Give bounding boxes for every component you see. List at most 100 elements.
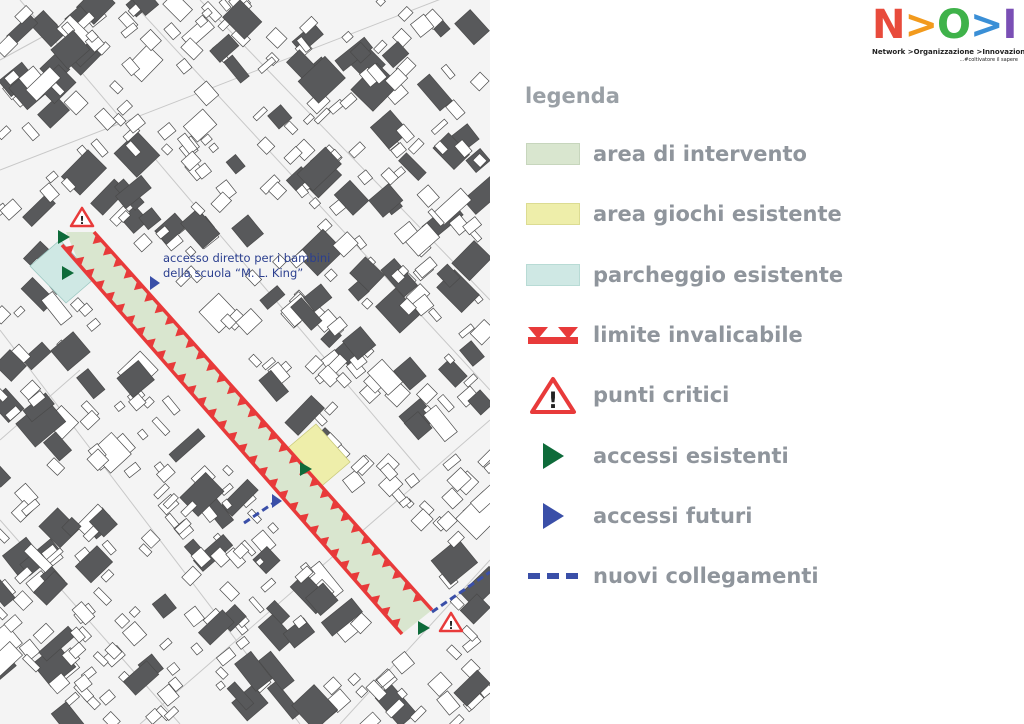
building: [460, 565, 490, 609]
logo-subtitle: Network >Organizzazione >Innovazione: [872, 48, 1024, 56]
building: [342, 469, 366, 494]
building: [0, 349, 28, 382]
building: [48, 672, 71, 695]
building: [159, 637, 173, 651]
building: [245, 269, 263, 287]
building: [265, 600, 291, 625]
building: [409, 13, 435, 38]
building: [194, 14, 209, 28]
building: [221, 498, 233, 511]
building: [125, 140, 142, 158]
building: [215, 666, 229, 680]
building: [21, 341, 52, 371]
building: [175, 270, 193, 288]
building: [182, 108, 218, 143]
limit-triangle: [349, 571, 360, 582]
limit-triangle: [380, 606, 391, 617]
building: [416, 73, 453, 112]
building: [22, 653, 41, 673]
building: [397, 5, 414, 22]
building: [3, 69, 21, 86]
building: [0, 34, 19, 58]
building: [219, 581, 240, 602]
limit-triangle: [247, 455, 258, 465]
building: [267, 522, 279, 534]
nuovo-collegamento-east: [431, 570, 490, 614]
green-arrow-shape: [543, 442, 564, 469]
building: [38, 507, 80, 549]
limit-triangle: [268, 430, 279, 441]
limit-triangle: [176, 373, 187, 384]
legend-item-esistenti: accessi esistenti: [525, 425, 843, 485]
limit-triangle: [371, 546, 382, 556]
building: [427, 208, 445, 227]
building: [459, 593, 490, 625]
building: [416, 184, 440, 208]
building: [162, 492, 179, 510]
building: [235, 307, 263, 336]
building: [436, 510, 458, 532]
building: [136, 428, 149, 441]
school-access-annotation: accesso diretto per i bambini della scuo…: [163, 251, 330, 281]
limit-triangle: [74, 256, 85, 267]
building: [133, 233, 153, 253]
legend-label: area giochi esistente: [593, 202, 842, 227]
building: [76, 368, 106, 400]
building: [462, 216, 483, 236]
limit-triangle: [381, 557, 392, 568]
building: [257, 56, 277, 74]
building: [140, 529, 161, 549]
noi-logo: N>O>I Network >Organizzazione >Innovazio…: [872, 3, 1024, 67]
building: [348, 141, 366, 159]
building: [407, 137, 425, 155]
building: [123, 461, 142, 479]
building: [261, 356, 277, 371]
yellow-area-swatch-icon: [525, 194, 581, 234]
building: [163, 705, 180, 721]
building: [74, 545, 114, 584]
limit-triangle: [319, 488, 330, 499]
building: [347, 672, 361, 687]
building: [21, 121, 40, 142]
building: [469, 71, 490, 92]
building: [175, 57, 193, 75]
building: [368, 183, 404, 218]
limit-triangle: [257, 466, 268, 477]
building: [102, 711, 121, 724]
building: [339, 92, 358, 110]
building: [248, 596, 265, 614]
building: [291, 684, 338, 724]
limit-triangle: [125, 315, 136, 325]
building: [365, 679, 388, 702]
building: [283, 145, 303, 165]
limit-triangle: [226, 384, 237, 395]
building: [166, 661, 181, 676]
building: [375, 0, 386, 7]
building: [258, 369, 290, 402]
building: [477, 448, 490, 468]
building: [104, 641, 123, 660]
limit-triangle: [308, 525, 319, 535]
building: [86, 448, 110, 472]
building: [376, 668, 396, 688]
legend-item-critici: ! punti critici: [525, 365, 843, 425]
limit-triangle: [267, 478, 279, 489]
building: [46, 457, 66, 476]
building: [190, 546, 212, 569]
building: [256, 136, 276, 155]
building: [69, 626, 86, 644]
building: [467, 389, 490, 416]
accesso-esistente-parking-icon: [62, 266, 74, 280]
legend-item-intervento: area di intervento: [525, 124, 843, 184]
building: [248, 353, 263, 368]
building-blocks: [0, 0, 490, 724]
building: [27, 390, 47, 408]
building: [161, 395, 181, 416]
building: [151, 416, 171, 437]
building: [410, 508, 434, 532]
building: [379, 462, 399, 482]
building: [0, 465, 12, 488]
limit-triangle: [278, 490, 289, 500]
building: [180, 150, 202, 172]
building: [442, 453, 462, 472]
